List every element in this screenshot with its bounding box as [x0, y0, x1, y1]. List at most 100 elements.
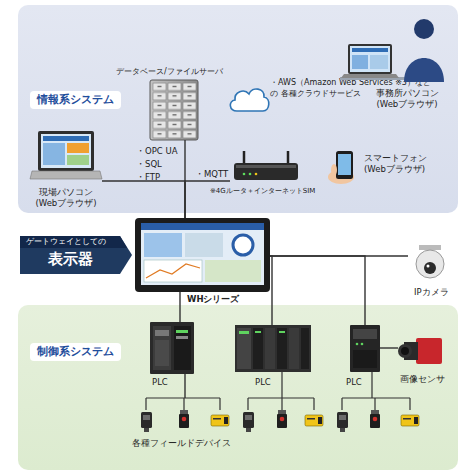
server-icon-part: [152, 82, 197, 139]
cloud-icon-part: [230, 89, 268, 111]
image-sensor-icon: [398, 338, 442, 364]
plc-rack-icon-part: [253, 328, 263, 369]
plc-module-icon-part: [350, 325, 380, 372]
field-device-icons-part: [305, 415, 323, 426]
office-pc-icon-part: [348, 44, 392, 74]
device-label: データベース/ファイルサーバ: [116, 67, 223, 77]
smartphone-icon-part: [331, 164, 337, 176]
ip-camera-icon-part: [427, 265, 430, 268]
server-node: データベース/ファイルサーバ: [150, 80, 198, 140]
callout-text: 表示器: [24, 250, 116, 269]
product-label: WHシリーズ: [187, 294, 240, 305]
callout-heading: ゲートウェイとしての: [26, 237, 106, 247]
device-label: PLC: [255, 377, 271, 388]
touch-display-icon-part: [144, 233, 182, 257]
laptop-icon-part: [43, 143, 65, 165]
plc-rack-icon-part: [239, 331, 249, 334]
touch-display-icon-part: [233, 235, 253, 255]
laptop-icon-part: [41, 134, 91, 168]
touch-display-icon-part: [185, 233, 223, 257]
office-pc-icon-part: [370, 55, 388, 69]
device-label: 各種フィールドデバイス: [132, 438, 231, 449]
router-node: ※4Gルータ＋インターネットSIM: [230, 150, 302, 184]
plc-icon: [150, 322, 194, 374]
plc-icon-part: [176, 336, 188, 339]
router-icon-part: [234, 163, 298, 180]
touch-display-icon-part: [205, 260, 261, 282]
network-line: [102, 181, 185, 218]
system-band: 情報系システムデータベース/ファイルサーバ・AWS（Amazon Web Ser…: [18, 5, 458, 213]
server-icon-part: [150, 80, 198, 140]
callout-body: [20, 236, 132, 274]
router-icon-part: [287, 151, 290, 164]
network-line: [270, 256, 272, 325]
image-sensor-icon-part: [401, 347, 409, 355]
plc-node: PLC: [150, 322, 194, 374]
touch-display-icon-part: [146, 264, 200, 278]
cloud-icon: [230, 89, 268, 111]
device-note: ※4Gルータ＋インターネットSIM: [210, 187, 315, 196]
smartphone-icon-part: [336, 151, 353, 179]
office-pc-icon-part: [352, 48, 388, 52]
plc-rack-icon-part: [277, 328, 287, 369]
plc-node: PLC: [235, 325, 311, 372]
ip-camera-icon: [416, 245, 444, 278]
laptop-icon-part: [67, 143, 89, 153]
field-wiring-part: [146, 398, 220, 410]
plc-icon-part: [153, 326, 171, 370]
device-label: 現場パソコン (Webブラウザ): [34, 187, 98, 208]
image-sensor-node: 画像センサ: [398, 334, 444, 370]
network-line: [270, 255, 408, 256]
plc-rack-icon-part: [235, 325, 311, 372]
router-icon-part: [243, 173, 246, 176]
field-device-icons: [141, 410, 419, 432]
field-wiring-part: [342, 372, 410, 410]
laptop-icon: [30, 131, 102, 179]
router-icon: [234, 151, 298, 180]
field-device-icons-part: [277, 410, 287, 428]
touch-display-icon-part: [135, 218, 270, 292]
office-pc-icon-part: [404, 58, 444, 82]
smartphone-icon: [328, 151, 354, 184]
image-sensor-icon-part: [404, 342, 418, 360]
band-title: 情報系システム: [30, 91, 121, 109]
field-wiring: [146, 372, 410, 410]
gateway-callout: ゲートウェイとしての表示器: [20, 236, 132, 274]
band-title: 制御系システム: [30, 343, 121, 361]
office-pc-icon-part: [340, 77, 410, 80]
device-label: 事務所パソコン (Webブラウザ): [374, 88, 440, 109]
plc-icon-part: [155, 340, 169, 366]
image-sensor-icon-part: [416, 338, 442, 364]
smartphone-icon-part: [338, 154, 351, 175]
device-label: スマートフォン (Webブラウザ): [364, 153, 432, 174]
plc-rack-icon: [235, 325, 311, 372]
ip-camera-icon-part: [416, 250, 444, 278]
office-pc-icon: [340, 19, 444, 82]
field-device-icons-part: [179, 410, 189, 428]
router-icon-part: [236, 165, 296, 168]
office-pc-node: 事務所パソコン (Webブラウザ): [340, 12, 445, 82]
plc-icon-part: [155, 330, 169, 336]
ip-camera-icon-part: [424, 262, 436, 274]
device-label: IPカメラ: [414, 287, 449, 298]
callout-strip: [20, 236, 127, 248]
plc-rack-icon-part: [237, 328, 251, 369]
plc-icon-part: [150, 322, 194, 374]
office-pc-icon-part: [352, 55, 368, 69]
laptop-icon-part: [38, 131, 94, 171]
router-icon-part: [255, 173, 258, 176]
office-pc-icon-part: [341, 74, 399, 78]
network-line: [270, 256, 365, 325]
office-pc-icon-part: [414, 19, 434, 39]
plc-rack-icon-part: [255, 331, 261, 333]
field-wiring-part: [248, 372, 314, 410]
touch-display-icon-part: [141, 223, 264, 230]
plc-rack-icon-part: [301, 328, 309, 369]
network-line: [184, 374, 185, 398]
field-device-icons-part: [337, 412, 348, 432]
smartphone-node: スマートフォン (Webブラウザ): [326, 150, 362, 184]
network-line: [185, 181, 230, 218]
field-device-icons-part: [243, 412, 254, 432]
device-label: PLC: [346, 377, 362, 388]
